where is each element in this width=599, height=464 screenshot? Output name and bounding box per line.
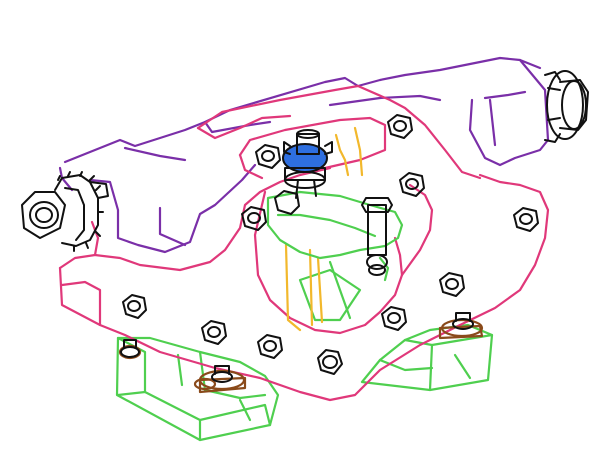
spring-post xyxy=(284,126,364,332)
base-bracket-left xyxy=(115,336,280,442)
link-bolt xyxy=(361,197,393,276)
top-coupler xyxy=(283,129,333,155)
fastener-outlines xyxy=(21,70,589,383)
bolt-heads xyxy=(122,114,539,375)
base-bolts xyxy=(120,312,474,383)
side-plate xyxy=(58,84,550,402)
u-bolt-pad xyxy=(118,318,484,394)
base-bracket-right xyxy=(298,268,494,392)
axle-housing xyxy=(58,56,550,254)
hub-nut-left xyxy=(21,171,109,252)
ball-stem xyxy=(295,179,317,199)
ball-joint xyxy=(282,143,328,189)
hub-nut-right xyxy=(544,70,589,143)
